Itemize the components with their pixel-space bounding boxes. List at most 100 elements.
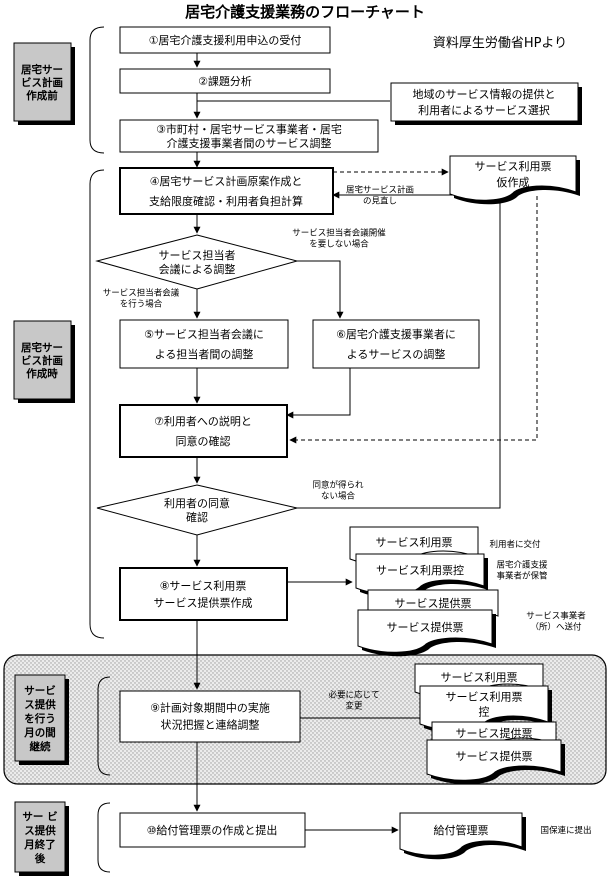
text-line: 事業者が保管 xyxy=(496,571,547,582)
text-line: 地域のサービス情報の提供と xyxy=(413,87,556,101)
text-line: 状況把握と連絡調整 xyxy=(161,717,260,731)
phase-bracket-before xyxy=(89,26,105,154)
text-line: 継続 xyxy=(30,740,51,753)
text-line: 支給限度確認・利用者負担計算 xyxy=(149,194,303,208)
text-line: ビス計画 xyxy=(21,354,63,367)
text-line: 月終了 xyxy=(23,838,56,851)
text-line: ⑥居宅介護支援事業者に xyxy=(336,327,456,341)
text-line: 確認 xyxy=(186,510,208,524)
phase-bracket-during xyxy=(89,169,105,639)
text-line: 変更 xyxy=(345,701,363,712)
doc-outline xyxy=(357,609,493,653)
text-line: 会議による調整 xyxy=(159,262,236,276)
text-line: 同意が得られ xyxy=(312,480,364,491)
text-line: 作成時 xyxy=(26,367,58,380)
text-line: ない場合 xyxy=(321,491,356,502)
text-line: を要しない場合 xyxy=(309,239,369,250)
text-line: よる担当者間の調整 xyxy=(155,347,254,361)
step-1-box: ①居宅介護支援利用申込の受付 xyxy=(119,26,331,54)
text-line: サービス担当者会議開催 xyxy=(292,228,386,239)
text-line: ⑧サービス利用票 xyxy=(160,579,247,592)
doc-use-slip-copy: サービス利用票控 xyxy=(355,553,488,599)
text-line: 利用者に交付 xyxy=(489,539,541,550)
note-to-kokuho: 国保連に提出 xyxy=(540,825,591,836)
step-10-box: ⑩給付管理票の作成と提出 xyxy=(119,812,306,848)
text-line: 控 xyxy=(479,704,490,718)
text-line: サービス担当者 xyxy=(159,248,236,262)
text-line: サービス事業者 xyxy=(526,611,586,622)
note-to-provider: サービス事業者（所）へ送付 xyxy=(526,611,586,633)
text-line: 居宅サー xyxy=(21,341,63,354)
text-line: サービス提供票作成 xyxy=(154,595,253,609)
text-line: サービス利用票 xyxy=(441,671,518,684)
note-to-user: 利用者に交付 xyxy=(489,539,541,550)
text-line: サービス担当者会議 xyxy=(103,288,180,299)
text-line: （所）へ送付 xyxy=(530,622,582,633)
text-line: サービス提供票 xyxy=(395,596,472,610)
text-line: サービス提供票 xyxy=(387,620,464,634)
doc-outline xyxy=(426,739,562,781)
text-line: ⑨計画対象期間中の実施 xyxy=(150,700,270,714)
step-2-box: ②課題分析 xyxy=(119,68,331,94)
text-line: サービス利用票 xyxy=(475,160,552,173)
text-line: サー ビ xyxy=(22,810,57,823)
text-line: 居宅介護支援 xyxy=(496,560,548,571)
text-line: 居宅サー xyxy=(21,63,63,76)
doc-provide-slip-2: サービス提供票 xyxy=(357,609,496,657)
text-line: よるサービスの調整 xyxy=(347,347,446,361)
page-title: 居宅介護支援業務のフローチャート xyxy=(185,3,425,21)
text-line: 後 xyxy=(34,852,46,865)
doc-kyufu-kanri: 給付管理票 xyxy=(399,812,526,860)
text-line: 仮作成 xyxy=(497,176,530,189)
doc-outline xyxy=(449,155,577,201)
text-line: 国保連に提出 xyxy=(540,825,591,836)
text-line: 居宅サービス計画 xyxy=(346,185,414,196)
phase-bracket-end xyxy=(97,802,111,873)
text-line: ③市町村・居宅サービス事業者・居宅 xyxy=(156,122,342,136)
text-line: 作成前 xyxy=(26,89,58,102)
text-line: サービス提供票 xyxy=(456,749,533,763)
text-line: 利用者によるサービス選択 xyxy=(418,103,550,117)
text-line: 月の間 xyxy=(23,727,56,739)
text-line: ②課題分析 xyxy=(198,74,252,88)
text-line: を行う場合 xyxy=(120,299,163,310)
text-line: ⑤サービス担当者会議に xyxy=(144,327,264,341)
text-line: 必要に応じて xyxy=(328,690,379,701)
text-line: ス提供 xyxy=(24,824,56,837)
text-line: 利用者の同意 xyxy=(164,496,230,510)
text-line: サービ xyxy=(24,684,56,697)
text-line: 給付管理票 xyxy=(434,823,489,837)
text-line: サービス利用票 xyxy=(376,536,453,549)
text-line: 同意の確認 xyxy=(176,434,231,448)
text-line: ①居宅介護支援利用申込の受付 xyxy=(149,33,302,47)
connectors xyxy=(193,53,501,834)
phase-bracket-month xyxy=(97,676,111,776)
text-line: を行う xyxy=(24,712,56,725)
text-line: ス提供 xyxy=(24,698,56,711)
source-note: 資料厚生労働省HPより xyxy=(433,36,567,51)
text-line: ビス計画 xyxy=(21,76,63,89)
doc-outline xyxy=(399,812,523,856)
text-line: サービス利用票控 xyxy=(376,563,464,577)
